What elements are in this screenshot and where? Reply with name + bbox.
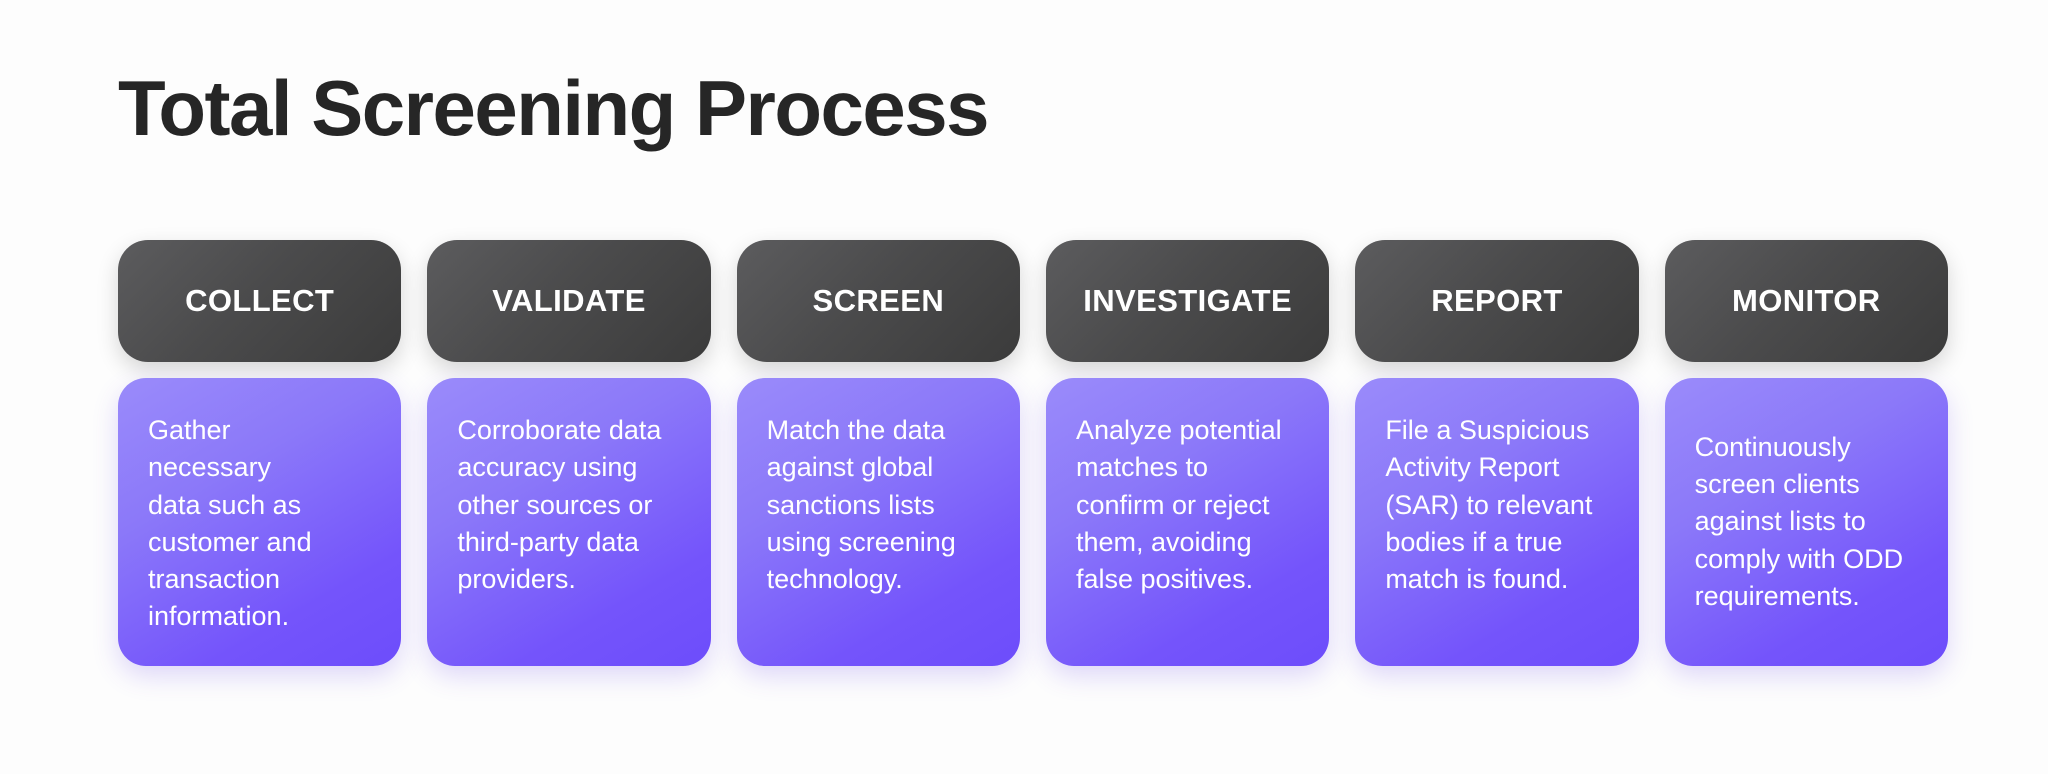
stage-header-label: REPORT bbox=[1431, 283, 1563, 318]
stage-header-report[interactable]: REPORT bbox=[1355, 240, 1639, 362]
stage-header-monitor[interactable]: MONITOR bbox=[1664, 240, 1948, 362]
stage-body-monitor[interactable]: Continuously screen clients against list… bbox=[1664, 378, 1948, 666]
page-title: Total Screening Process bbox=[118, 64, 990, 152]
stage-body-text: Gather necessary data such as customer a… bbox=[148, 415, 312, 632]
stage-header-investigate[interactable]: INVESTIGATE bbox=[1045, 240, 1330, 362]
process-column-investigate: INVESTIGATE Analyze potential matches to… bbox=[1045, 240, 1330, 666]
stage-header-label: INVESTIGATE bbox=[1083, 283, 1293, 318]
stage-body-text: File a Suspicious Activity Report (SAR) … bbox=[1385, 415, 1593, 594]
stage-body-collect[interactable]: Gather necessary data such as customer a… bbox=[118, 378, 402, 666]
process-column-report: REPORT File a Suspicious Activity Report… bbox=[1355, 240, 1639, 666]
stage-body-report[interactable]: File a Suspicious Activity Report (SAR) … bbox=[1355, 378, 1639, 666]
process-column-monitor: MONITOR Continuously screen clients agai… bbox=[1664, 240, 1948, 666]
stage-body-text: Match the data against global sanctions … bbox=[766, 415, 956, 594]
stage-body-text: Corroborate data accuracy using other so… bbox=[457, 415, 662, 594]
stage-body-text: Continuously screen clients against list… bbox=[1694, 431, 1904, 611]
process-column-validate: VALIDATE Corroborate data accuracy using… bbox=[427, 240, 711, 666]
stage-body-investigate[interactable]: Analyze potential matches to confirm or … bbox=[1045, 378, 1330, 666]
stage-body-validate[interactable]: Corroborate data accuracy using other so… bbox=[427, 378, 711, 666]
process-column-screen: SCREEN Match the data against global san… bbox=[736, 240, 1020, 666]
process-stage-grid: COLLECT Gather necessary data such as cu… bbox=[118, 240, 1948, 666]
stage-header-collect[interactable]: COLLECT bbox=[118, 240, 402, 362]
stage-header-screen[interactable]: SCREEN bbox=[736, 240, 1020, 362]
stage-header-label: COLLECT bbox=[185, 283, 335, 318]
process-column-collect: COLLECT Gather necessary data such as cu… bbox=[118, 240, 402, 666]
stage-header-label: VALIDATE bbox=[492, 283, 646, 318]
stage-body-text: Analyze potential matches to confirm or … bbox=[1075, 415, 1282, 594]
stage-header-validate[interactable]: VALIDATE bbox=[427, 240, 711, 362]
stage-body-screen[interactable]: Match the data against global sanctions … bbox=[736, 378, 1020, 666]
stage-header-label: SCREEN bbox=[812, 283, 945, 318]
stage-header-label: MONITOR bbox=[1731, 283, 1881, 318]
